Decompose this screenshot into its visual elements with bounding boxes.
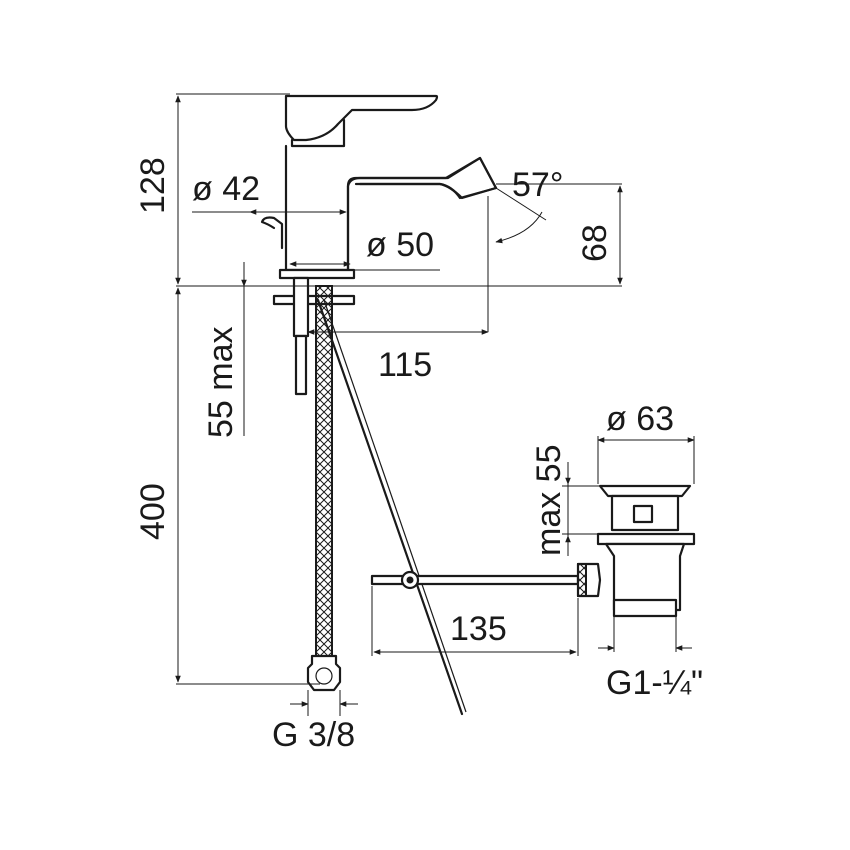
dim-thread-g3-8: G 3/8 (272, 716, 355, 754)
spout-outline (346, 156, 498, 272)
dim-55-max-rod: 55 max (202, 327, 240, 439)
dim-diameter-50: ø 50 (366, 226, 434, 264)
popup-rod (316, 298, 580, 716)
popup-rod-stub (294, 334, 308, 396)
cartridge (290, 118, 346, 148)
waste-tail (612, 598, 678, 618)
popup-lever (260, 216, 284, 250)
hose-braid (315, 285, 333, 657)
dim-diameter-42: ø 42 (192, 170, 260, 208)
dimension-lines (175, 93, 695, 716)
threaded-stem (292, 276, 310, 338)
rod-clip-pin (406, 576, 414, 584)
hose-nut-bore (315, 667, 333, 685)
waste-flange (596, 532, 696, 546)
dim-diameter-63: ø 63 (606, 400, 674, 438)
dim-max-55-waste: max 55 (530, 445, 568, 557)
mixer-body (260, 94, 498, 396)
dim-68: 68 (576, 224, 614, 262)
waste-plug (598, 484, 692, 498)
base-washer (272, 294, 356, 306)
lever-handle (284, 94, 439, 142)
connector-nut-knurl (577, 563, 587, 597)
dim-thread-g1-quarter: G1-¼" (606, 664, 703, 702)
dim-angle-57: 57° (512, 166, 563, 204)
dim-115: 115 (378, 346, 432, 384)
base-top-plate (278, 268, 356, 280)
vertical-rod-inner (323, 299, 467, 713)
vertical-rod (316, 298, 464, 716)
waste-body (604, 542, 686, 612)
dim-128: 128 (134, 157, 172, 214)
dim-135: 135 (450, 610, 507, 648)
plug-window (632, 504, 654, 524)
waste-assembly (576, 484, 696, 618)
dim-400: 400 (134, 483, 172, 540)
hose-nut (306, 654, 342, 692)
